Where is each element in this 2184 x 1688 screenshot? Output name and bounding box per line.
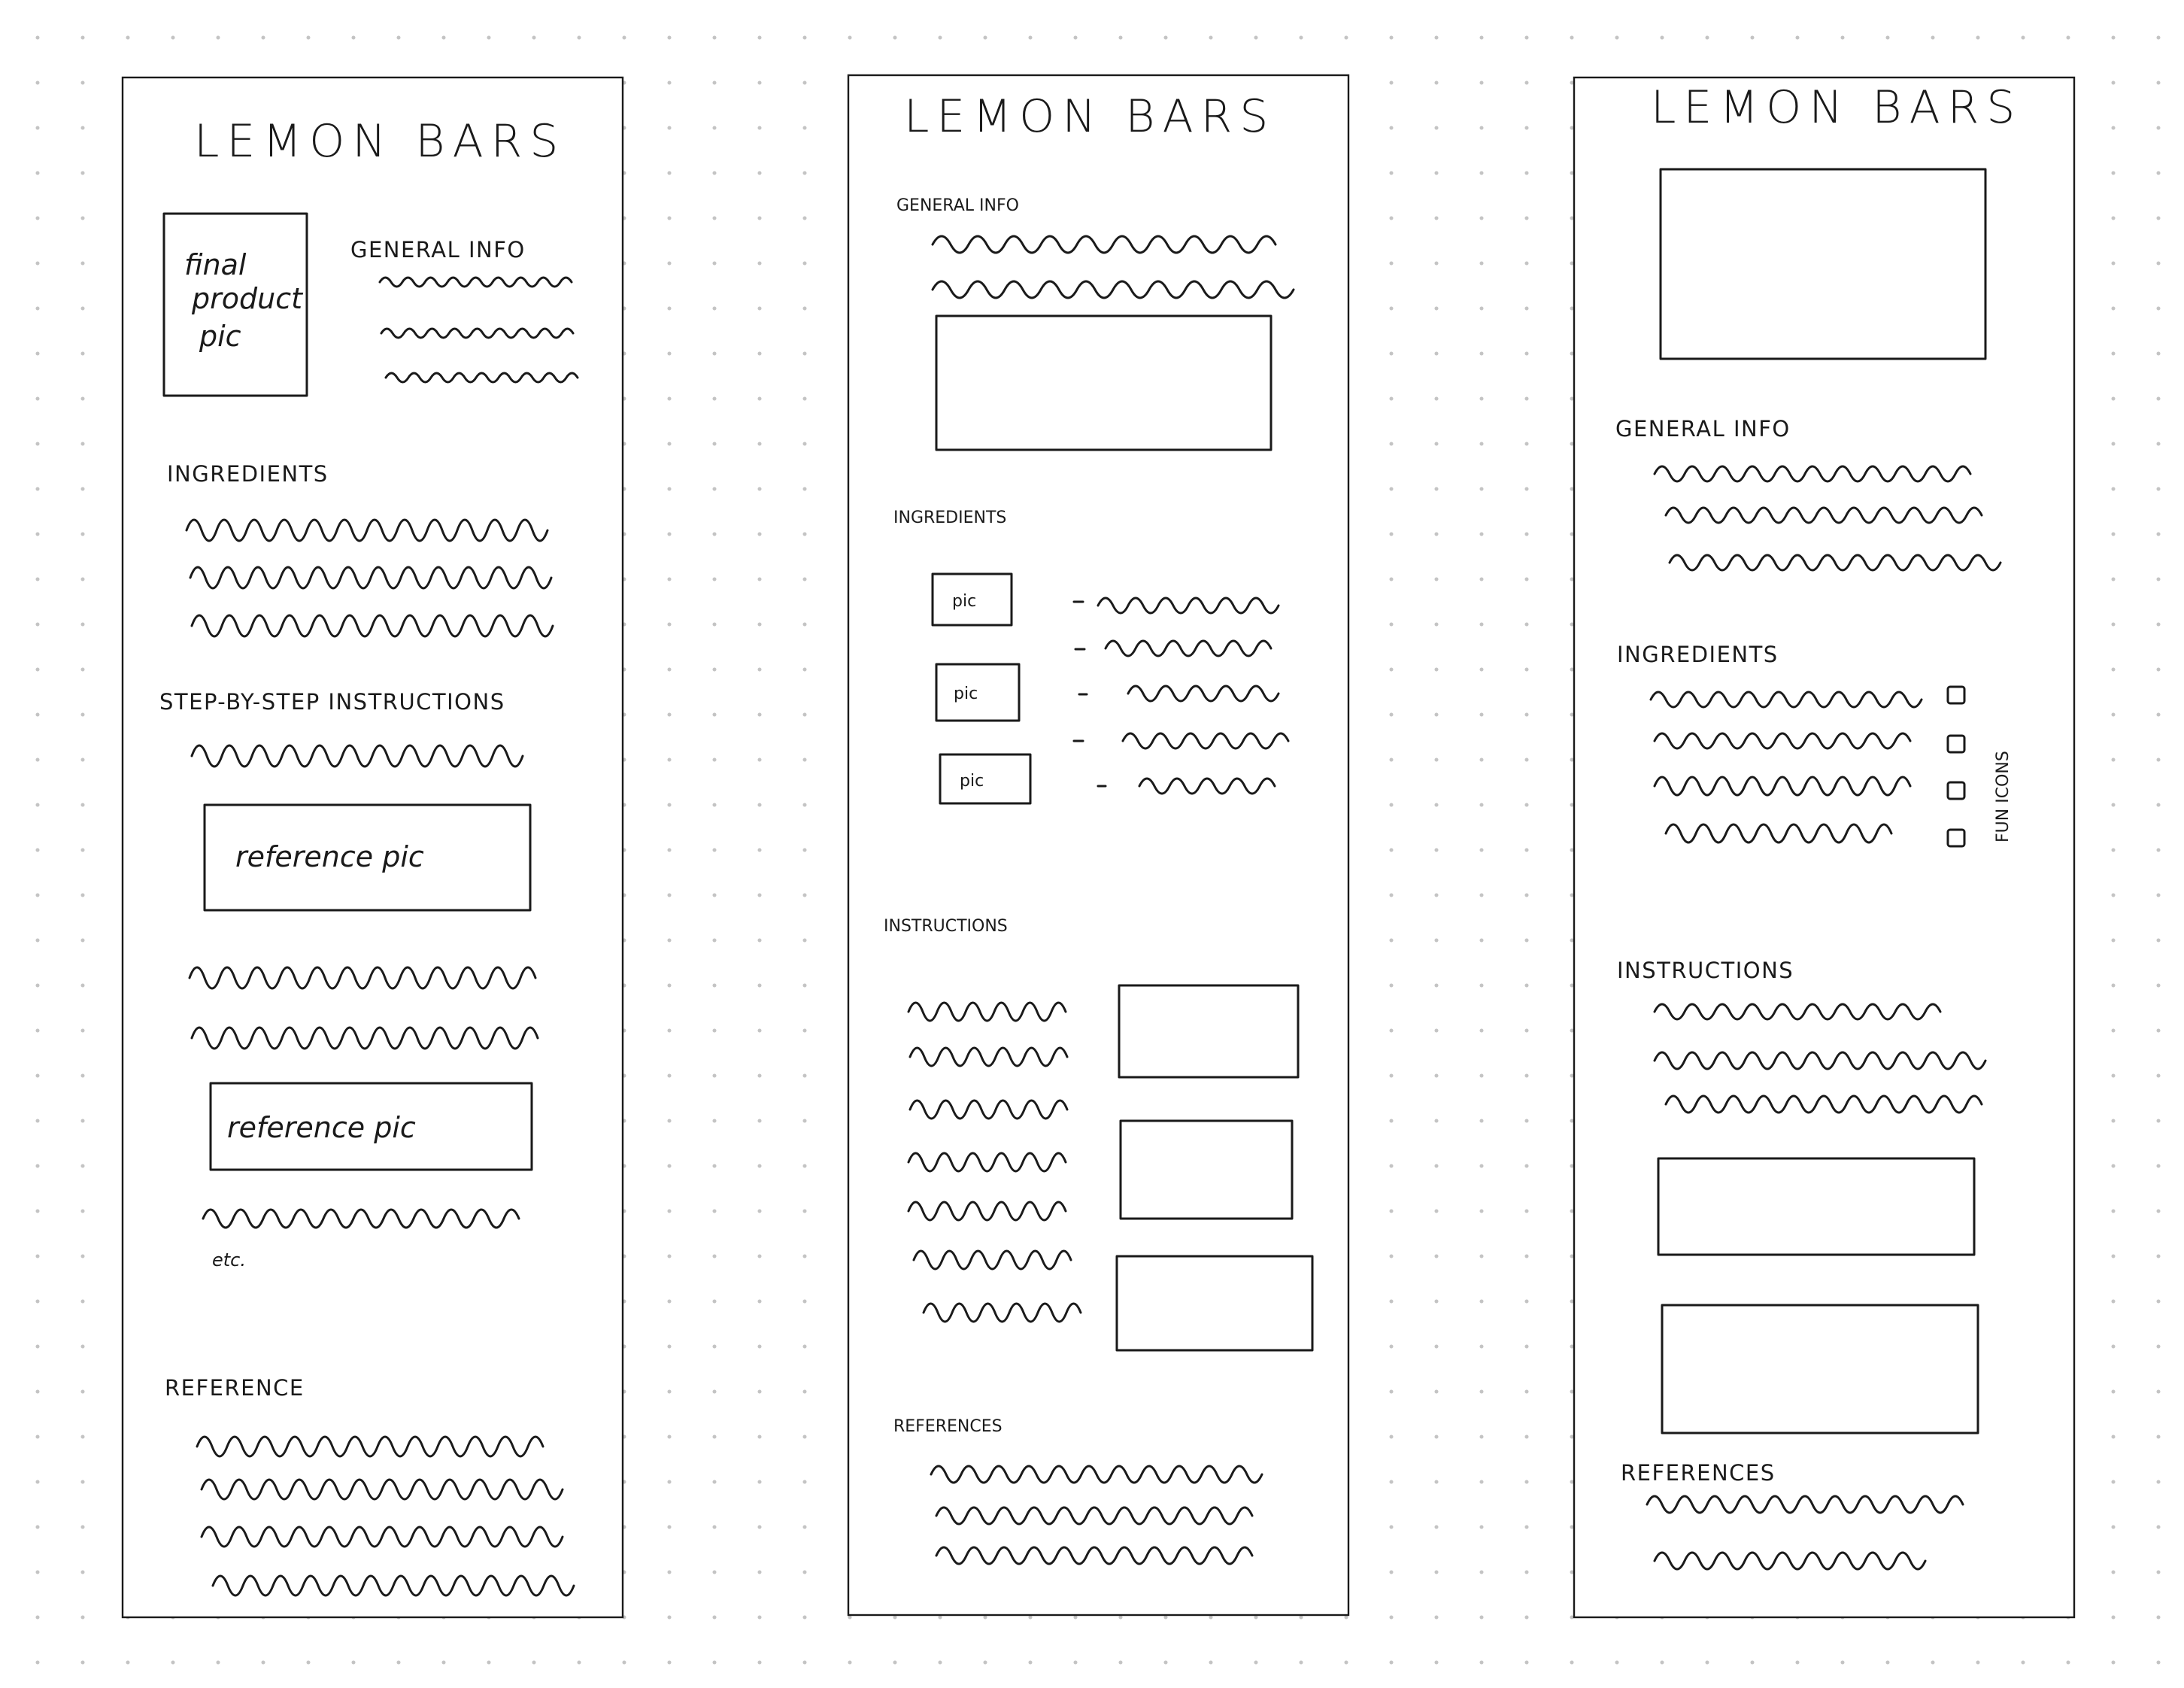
wireframe-3-references-text — [1646, 1495, 1964, 1571]
reference-pic-label-2: reference pic — [227, 1111, 416, 1144]
wireframe-1-title: LEMON BARS — [194, 115, 566, 168]
wireframe-1-ingredients-label: INGREDIENTS — [167, 461, 329, 487]
wireframe-2-frame — [847, 74, 1350, 1617]
wireframe-1-references-label: REFERENCE — [165, 1375, 305, 1401]
wireframe-1-general-info-label: GENERAL INFO — [350, 237, 526, 263]
wireframe-1-instructions-text-2 — [188, 966, 539, 1050]
ingredient-pic-box-1 — [931, 572, 1013, 627]
wireframe-2-instructions-text — [907, 1001, 1082, 1323]
wireframe-2-instruction-image-boxes — [1115, 984, 1314, 1352]
wireframe-2-hero-image-box — [935, 314, 1272, 451]
wireframe-2-instructions-label: INSTRUCTIONS — [884, 917, 1008, 936]
wireframe-3-ingredients-label: INGREDIENTS — [1617, 642, 1779, 667]
ingredient-pic-box-2 — [935, 663, 1021, 722]
wireframe-2-references-text — [930, 1465, 1263, 1565]
wireframe-3-ingredients-text — [1649, 691, 1923, 844]
fun-icon-checkbox-4 — [1946, 828, 1966, 848]
wireframe-3-instructions-text — [1653, 1003, 1987, 1114]
wireframe-3-title: LEMON BARS — [1651, 81, 2022, 134]
wireframe-3-hero-image-box — [1659, 168, 1987, 360]
wireframe-3-instructions-label: INSTRUCTIONS — [1617, 958, 1794, 983]
wireframe-3-general-info-text — [1653, 465, 2002, 572]
wireframe-2: LEMON BARS GENERAL INFO INGREDIENTS pic … — [847, 74, 1350, 1617]
ingredient-pic-label-1: pic — [952, 592, 976, 611]
final-product-pic-label-line-3: pic — [199, 320, 241, 353]
ingredient-pic-box-3 — [939, 753, 1032, 805]
reference-pic-label-1: reference pic — [235, 840, 424, 873]
wireframe-1: LEMON BARS final product pic GENERAL INF… — [121, 76, 624, 1619]
wireframe-1-ingredients-text — [185, 518, 554, 638]
wireframe-2-title: LEMON BARS — [904, 90, 1276, 143]
fun-icons-label: FUN ICONS — [1994, 751, 2013, 842]
fun-icon-checkbox-1 — [1946, 685, 1966, 705]
fun-icon-checkbox-3 — [1946, 781, 1966, 800]
reference-pic-box-1 — [203, 803, 532, 912]
wireframe-1-references-text — [196, 1435, 575, 1597]
final-product-pic-label-line-2: product — [191, 282, 304, 315]
wireframe-2-general-info-text — [931, 235, 1295, 299]
wireframe-2-ingredient-rows: pic pic pic — [931, 572, 1290, 805]
final-product-pic-box — [162, 212, 308, 397]
wireframe-1-general-info-text — [378, 276, 579, 384]
wireframe-3-instruction-image-boxes — [1657, 1157, 1979, 1434]
wireframe-1-instructions-text-3 — [202, 1208, 520, 1229]
fun-icon-placeholders: FUN ICONS — [1946, 685, 2013, 848]
fun-icon-checkbox-2 — [1946, 734, 1966, 754]
reference-pic-box-2 — [209, 1082, 533, 1171]
wireframe-1-instructions-text — [190, 744, 524, 768]
wireframe-2-general-info-label: GENERAL INFO — [896, 196, 1019, 215]
final-product-pic-label-line-1: final — [184, 248, 247, 281]
wireframe-3-references-label: REFERENCES — [1621, 1460, 1776, 1486]
wireframe-1-etc-note: etc. — [212, 1249, 246, 1271]
wireframe-3: LEMON BARS GENERAL INFO INGREDIENTS FUN … — [1573, 76, 2076, 1619]
ingredient-pic-label-2: pic — [954, 685, 978, 703]
wireframe-3-general-info-label: GENERAL INFO — [1615, 416, 1791, 442]
wireframe-2-ingredients-label: INGREDIENTS — [893, 509, 1006, 527]
ingredient-pic-label-3: pic — [960, 772, 984, 791]
wireframe-2-references-label: REFERENCES — [893, 1417, 1003, 1436]
wireframe-1-instructions-label: STEP-BY-STEP INSTRUCTIONS — [159, 689, 505, 715]
wireframe-3-frame — [1573, 76, 2076, 1619]
